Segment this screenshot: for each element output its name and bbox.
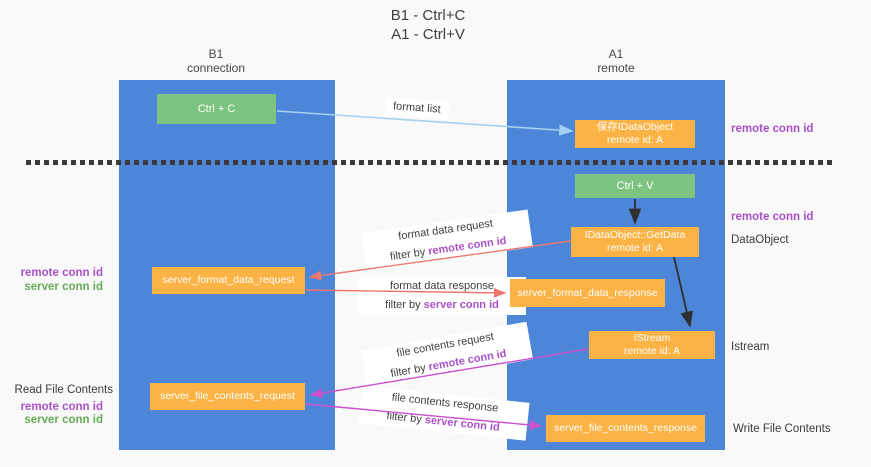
label-left-remote-conn-id-top: remote conn id bbox=[20, 267, 103, 279]
lane-header-b1: B1 connection bbox=[108, 47, 324, 75]
label-remote-conn-id-top: remote conn id bbox=[731, 123, 814, 135]
label-left-server-conn-id-bottom: server conn id bbox=[24, 414, 103, 426]
format-data-response-text: format data response bbox=[390, 280, 494, 292]
format-data-response-filter: filter by server conn id bbox=[385, 299, 499, 311]
lane-a1-name: A1 bbox=[608, 47, 624, 61]
node-server-format-data-request: server_format_data_request bbox=[152, 267, 305, 294]
arrow-label-format-data-response: format data response filter by server co… bbox=[358, 277, 526, 315]
title-line-2: A1 - Ctrl+V bbox=[391, 26, 465, 43]
label-left-remote-conn-id-bottom: remote conn id bbox=[20, 401, 103, 413]
copy-paste-separator-line bbox=[26, 160, 833, 165]
node-server-format-data-response: server_format_data_response bbox=[510, 279, 665, 307]
lane-b1-name: B1 bbox=[208, 47, 224, 61]
node-istream: IStream remote id: A bbox=[589, 331, 715, 359]
label-remote-conn-id-mid: remote conn id bbox=[731, 211, 814, 223]
node-server-file-contents-request: server_file_contents_request bbox=[150, 383, 305, 410]
node-ctrl-c: Ctrl + C bbox=[157, 94, 276, 124]
label-write-file-contents: Write File Contents bbox=[733, 423, 831, 435]
node-saved-idataobject: 保存IDataObject remote id: A bbox=[575, 120, 695, 148]
lane-b1-role: connection bbox=[186, 61, 246, 75]
arrow-label-format-list: format list bbox=[384, 96, 450, 121]
label-read-file-contents: Read File Contents bbox=[14, 384, 113, 396]
lane-a1-role: remote bbox=[597, 61, 635, 75]
node-server-file-contents-response: server_file_contents_response bbox=[546, 415, 705, 442]
label-dataobject: DataObject bbox=[731, 234, 789, 246]
arrow-label-file-contents-response: file contents response filter by server … bbox=[358, 385, 530, 441]
label-left-server-conn-id-top: server conn id bbox=[24, 281, 103, 293]
title-line-1: B1 - Ctrl+C bbox=[390, 7, 466, 24]
node-ctrl-v: Ctrl + V bbox=[575, 174, 695, 198]
diagram-title: B1 - Ctrl+C A1 - Ctrl+V bbox=[0, 6, 856, 44]
lane-header-a1: A1 remote bbox=[507, 47, 725, 75]
label-istream: Istream bbox=[731, 341, 770, 353]
node-idataobject-getdata: IDataObject::GetData remote id: A bbox=[571, 227, 699, 257]
